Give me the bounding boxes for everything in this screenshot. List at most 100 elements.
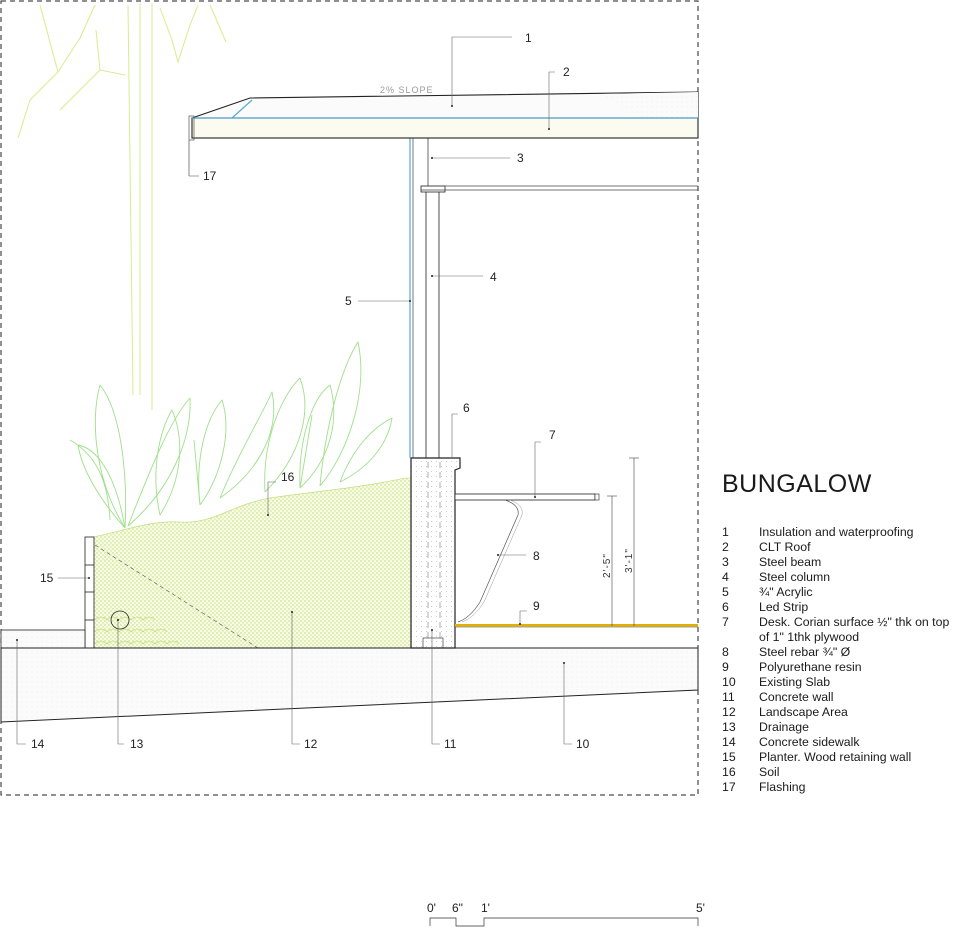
callout-4: 4 [490, 270, 497, 284]
legend-item-text: Led Strip [759, 600, 809, 614]
legend-item-text: Concrete sidewalk [759, 735, 860, 749]
callout-10: 10 [576, 737, 590, 751]
legend-item: 16 Soil [722, 765, 958, 780]
legend-item-number: 12 [722, 705, 736, 719]
slope-note: 2% SLOPE [380, 85, 434, 95]
legend-item: 17 Flashing [722, 780, 958, 795]
drainage-gravel [94, 616, 180, 645]
planter-wall [84, 536, 95, 649]
legend-item-number: 7 [722, 615, 729, 629]
legend-item-text: Landscape Area [759, 705, 848, 719]
legend-item-text: Concrete wall [759, 690, 834, 704]
callout-15: 15 [40, 571, 54, 585]
callout-14: 14 [31, 737, 45, 751]
legend-item-number: 6 [722, 600, 729, 614]
legend-item: 6 Led Strip [722, 600, 958, 615]
legend-item-text: Planter. Wood retaining wall [759, 750, 912, 764]
legend-item-number: 4 [722, 570, 729, 584]
concrete-wall [410, 457, 461, 649]
legend-item: 11 Concrete wall [722, 690, 958, 705]
callout-1: 1 [525, 31, 532, 45]
callout-8: 8 [533, 549, 540, 563]
legend-item: 10 Existing Slab [722, 675, 958, 690]
legend-item: 2 CLT Roof [722, 540, 958, 555]
legend-item: 1 Insulation and waterproofing [722, 525, 958, 540]
legend-item: 7 Desk. Corian surface ½" thk on top of 1… [722, 615, 958, 645]
desk [454, 493, 600, 501]
legend-item-number: 15 [722, 750, 736, 764]
legend-item-text: CLT Roof [759, 540, 811, 554]
section-frame [0, 0, 699, 796]
legend-item-number: 17 [722, 780, 736, 794]
legend-item-number: 9 [722, 660, 729, 674]
legend-item: 3 Steel beam [722, 555, 958, 570]
legend-item: 15 Planter. Wood retaining wall [722, 750, 958, 765]
legend-item-number: 13 [722, 720, 736, 734]
legend-item: 4 Steel column [722, 570, 958, 585]
scale-label-6in: 6" [452, 901, 463, 915]
soil-area [92, 477, 412, 649]
legend-item-number: 11 [722, 690, 735, 704]
callout-3: 3 [517, 151, 524, 165]
legend-item: 8 Steel rebar ¾" Ø [722, 645, 958, 660]
steel-column [420, 185, 446, 458]
clt-roof [191, 91, 699, 139]
existing-slab [0, 647, 699, 723]
callout-17: 17 [203, 169, 217, 183]
legend-item-text: Drainage [759, 720, 809, 734]
graphic-scale: 0' 6" 1' 5' [427, 901, 705, 927]
steel-beam [421, 138, 698, 191]
legend-item-text: Soil [759, 765, 780, 779]
scale-label-0: 0' [427, 901, 436, 915]
dimension-upper: 3'-1" [624, 548, 635, 573]
acrylic-panel [409, 138, 414, 458]
legend-title: BUNGALOW [722, 470, 872, 498]
flashing [188, 115, 195, 176]
legend-item-text: Steel rebar ¾" Ø [759, 645, 851, 659]
legend-item-number: 14 [722, 735, 736, 749]
dimension-lower: 2'-5" [602, 553, 613, 578]
dimension-lines [607, 457, 639, 626]
legend-item: 12 Landscape Area [722, 705, 958, 720]
callout-6: 6 [463, 401, 470, 415]
leader-dots [16, 105, 565, 664]
callout-13: 13 [130, 737, 144, 751]
legend-item-text: Steel column [759, 570, 831, 584]
legend-item-number: 3 [722, 555, 729, 569]
callout-12: 12 [304, 737, 318, 751]
legend-item-number: 1 [722, 525, 729, 539]
scale-label-1ft: 1' [481, 901, 490, 915]
legend-item: 13 Drainage [722, 720, 958, 735]
scale-label-5ft: 5' [696, 901, 705, 915]
legend-item-text: Desk. Corian surface ½" thk on top of 1"… [759, 615, 950, 644]
callout-numbers: 1 2 3 4 5 6 7 8 9 10 11 12 13 14 15 16 1… [31, 31, 590, 751]
legend-item-text: Steel beam [759, 555, 822, 569]
callout-5: 5 [345, 294, 352, 308]
legend-item: 5 ¾" Acrylic [722, 585, 958, 600]
legend-item-number: 10 [722, 675, 736, 689]
legend-item-number: 8 [722, 645, 729, 659]
callout-16: 16 [281, 470, 295, 484]
legend-item-text: Insulation and waterproofing [759, 525, 914, 539]
steel-rebar [457, 499, 519, 623]
drainage-pipe [110, 610, 130, 630]
callout-9: 9 [533, 599, 540, 613]
polyurethane-resin [455, 624, 698, 627]
plants [69, 341, 393, 529]
legend-item-text: ¾" Acrylic [759, 585, 813, 599]
legend-item-text: Existing Slab [759, 675, 831, 689]
legend-item-number: 5 [722, 585, 729, 599]
tree-outline [17, 3, 227, 410]
legend-item: 14 Concrete sidewalk [722, 735, 958, 750]
callout-7: 7 [549, 428, 556, 442]
callout-2: 2 [563, 65, 570, 79]
legend-item-text: Polyurethane resin [759, 660, 862, 674]
legend-item-number: 2 [722, 540, 729, 554]
legend-item-text: Flashing [759, 780, 806, 794]
legend-item: 9 Polyurethane resin [722, 660, 958, 675]
legend-item-number: 16 [722, 765, 736, 779]
leader-lines [16, 36, 572, 745]
